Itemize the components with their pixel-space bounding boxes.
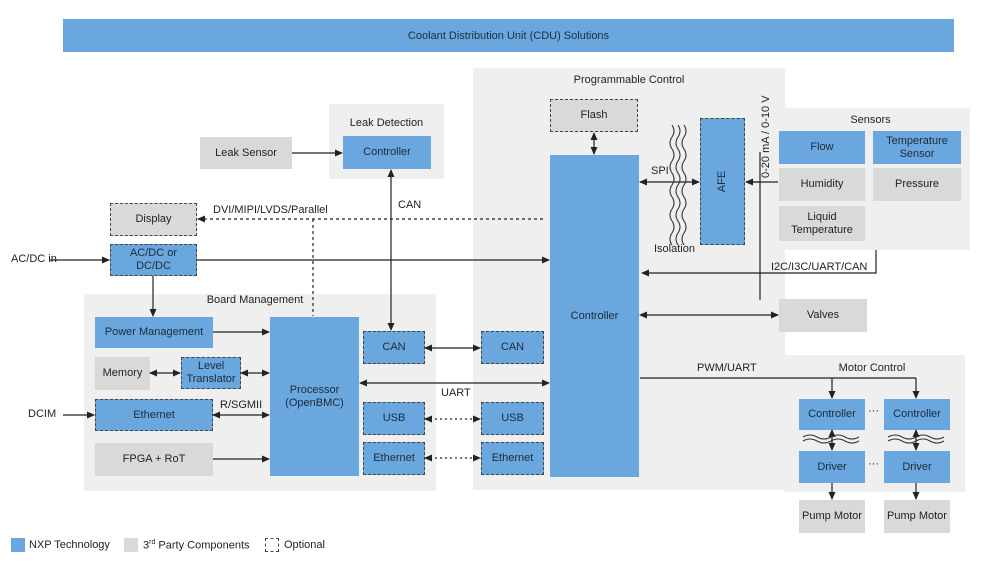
leak-controller-block: Controller [343,136,431,169]
ethernet-mid-block: Ethernet [363,442,425,475]
ac-dc-in-label: AC/DC in [11,253,57,265]
pump-motor-2-block: Pump Motor [884,500,950,533]
legend-third-party-swatch [124,538,138,552]
motor-ellipsis-2: ··· [868,458,879,470]
spi-label: SPI [651,165,669,177]
leak-sensor-block: Leak Sensor [200,137,292,169]
motor-ellipsis-1: ··· [868,405,879,417]
power-management-block: Power Management [95,317,213,348]
motor-isolation-icon [802,434,945,444]
legend-third-party-label: 3rd Party Components [143,539,250,552]
main-controller-block: Controller [550,155,639,477]
isolation-label: Isolation [654,243,695,255]
temperature-sensor-block: Temperature Sensor [873,131,961,164]
legend-third-party-prefix: 3 [143,539,150,552]
rsgmii-label: R/SGMII [220,399,263,411]
flow-sensor-block: Flow [779,131,865,164]
analog-range-text: 0-20 mA / 0-10 V [760,95,772,178]
ethernet-right-block: Ethernet [481,442,544,475]
usb-right-block: USB [481,402,544,435]
pwm-uart-label: PWM/UART [697,362,757,374]
leak-detection-title: Leak Detection [349,117,424,129]
sensors-title: Sensors [850,114,891,126]
motor-control-title: Motor Control [838,362,906,374]
can-right-block: CAN [481,331,544,364]
flash-block: Flash [550,99,638,132]
dvi-label: DVI/MIPI/LVDS/Parallel [213,204,328,216]
can-left-block: CAN [363,331,425,364]
can-label: CAN [398,199,422,211]
humidity-sensor-block: Humidity [779,168,865,201]
level-translator-block: Level Translator [181,357,241,389]
memory-block: Memory [95,357,150,390]
liquid-temperature-sensor-block: Liquid Temperature [779,206,865,241]
driver-1-block: Driver [799,451,865,483]
dcim-label: DCIM [28,408,57,420]
legend-third-party-suffix: Party Components [155,539,250,552]
bus-label: I2C/I3C/UART/CAN [771,261,868,273]
ethernet-left-block: Ethernet [95,399,213,431]
pressure-sensor-block: Pressure [873,168,961,201]
analog-range-label: 0-20 mA / 0-10 V [716,50,772,178]
afe-block: AFE [700,118,745,245]
valves-block: Valves [779,299,867,332]
legend-third-party-sup: rd [149,539,156,546]
display-block: Display [110,203,197,236]
legend-nxp-swatch [11,538,25,552]
legend-nxp-label: NXP Technology [29,539,110,551]
processor-block: Processor (OpenBMC) [270,317,359,476]
uart-label: UART [441,387,471,399]
motor-controller-2-block: Controller [884,399,950,430]
board-management-title: Board Management [206,294,304,306]
legend-optional-swatch [265,538,279,552]
motor-controller-1-block: Controller [799,399,865,430]
isolation-barrier-icon [669,124,687,246]
acdc-block: AC/DC or DC/DC [110,244,197,276]
pump-motor-1-block: Pump Motor [799,500,865,533]
legend-optional-label: Optional [284,539,325,551]
driver-2-block: Driver [884,451,950,483]
programmable-control-title: Programmable Control [573,74,685,86]
title-banner: Coolant Distribution Unit (CDU) Solution… [63,19,954,52]
fpga-rot-block: FPGA + RoT [95,443,213,476]
